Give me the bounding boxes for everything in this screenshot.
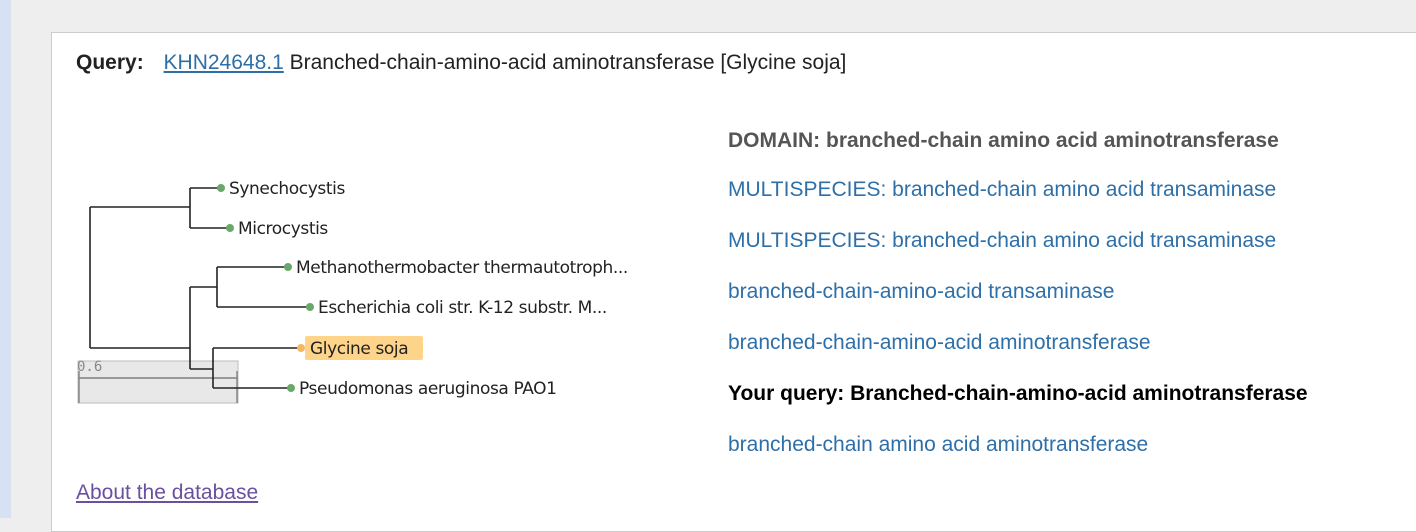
domain-header: DOMAIN: branched-chain amino acid aminot…	[728, 129, 1279, 152]
domain-link[interactable]: MULTISPECIES: branched-chain amino acid …	[728, 229, 1277, 252]
result-panel: Query: KHN24648.1 Branched-chain-amino-a…	[51, 32, 1416, 532]
domain-link[interactable]: branched-chain-amino-acid aminotransfera…	[728, 331, 1151, 354]
tree-svg: 0.6	[77, 179, 628, 404]
tree-branches	[89, 187, 310, 389]
leaf-node-microcystis[interactable]	[226, 224, 234, 232]
leaf-node-escherichia[interactable]	[306, 303, 314, 311]
phylogenetic-tree: 0.6	[76, 173, 696, 413]
leaf-label[interactable]: Pseudomonas aeruginosa PAO1	[299, 379, 557, 399]
domain-list: DOMAIN: branched-chain amino acid aminot…	[728, 127, 1416, 482]
query-line: Query: KHN24648.1 Branched-chain-amino-a…	[76, 51, 846, 75]
query-leaf-highlight	[305, 336, 423, 360]
leaf-label[interactable]: Methanothermobacter thermautotroph...	[296, 258, 628, 278]
leaf-label-query[interactable]: Glycine soja	[310, 339, 409, 359]
leaf-node-methanothermobacter[interactable]	[284, 263, 292, 271]
leaf-label[interactable]: Microcystis	[238, 219, 329, 239]
domain-link[interactable]: MULTISPECIES: branched-chain amino acid …	[728, 178, 1277, 201]
query-description: Branched-chain-amino-acid aminotransfera…	[289, 51, 847, 74]
about-database-link[interactable]: About the database	[76, 481, 259, 504]
domain-link[interactable]: branched-chain amino acid aminotransfera…	[728, 433, 1149, 456]
leaf-node-pseudomonas[interactable]	[287, 384, 295, 392]
left-sidebar-strip	[0, 0, 11, 518]
query-accession-link[interactable]: KHN24648.1	[163, 51, 284, 74]
leaf-label[interactable]: Escherichia coli str. K-12 substr. M...	[318, 298, 607, 318]
leaf-node-synechocystis[interactable]	[217, 184, 225, 192]
your-query-item: Your query: Branched-chain-amino-acid am…	[728, 382, 1308, 405]
scale-bar-box	[77, 360, 239, 404]
leaf-label[interactable]: Synechocystis	[229, 179, 346, 199]
query-label: Query:	[76, 51, 144, 74]
leaf-node-glycine-soja[interactable]	[297, 344, 305, 352]
domain-link[interactable]: branched-chain-amino-acid transaminase	[728, 280, 1115, 303]
scale-label: 0.6	[77, 359, 102, 375]
